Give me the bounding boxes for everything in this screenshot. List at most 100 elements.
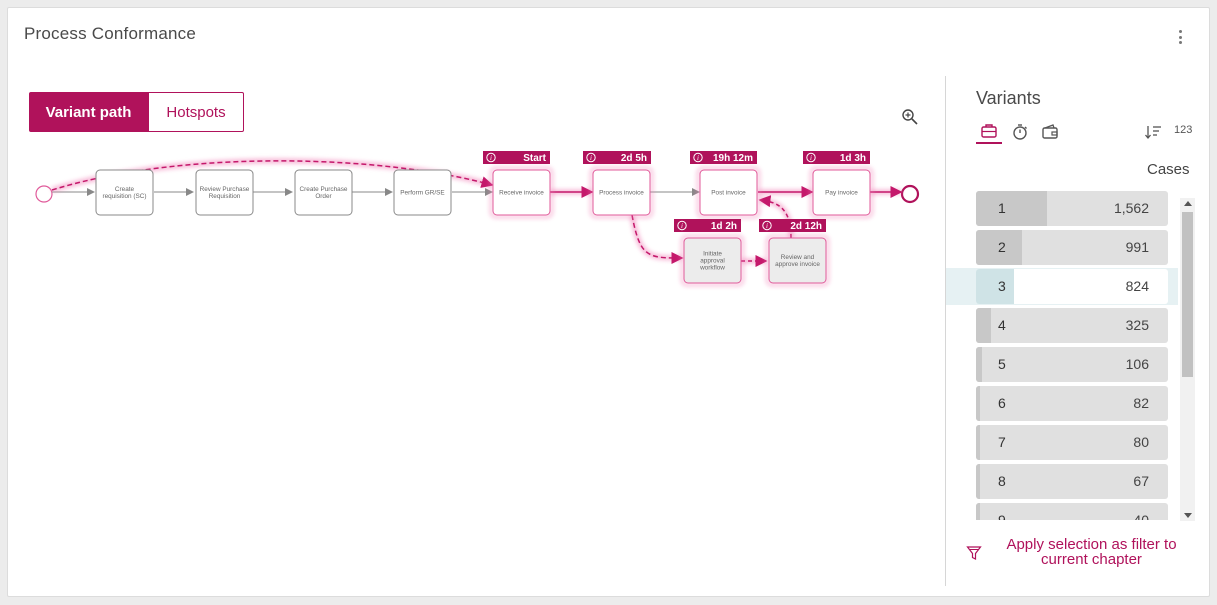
variant-row[interactable]: 8 67 xyxy=(976,464,1168,499)
svg-text:i: i xyxy=(590,154,592,162)
start-event xyxy=(35,185,53,203)
variant-case-count: 82 xyxy=(1133,395,1149,411)
variant-path-button[interactable]: Variant path xyxy=(29,92,148,132)
hotspots-button[interactable]: Hotspots xyxy=(148,92,244,132)
variant-share-bar xyxy=(976,308,992,343)
variants-scrollbar[interactable] xyxy=(1180,198,1195,521)
activity-label: Post invoice xyxy=(711,190,746,197)
variant-index: 3 xyxy=(998,278,1006,294)
badge-label: 19h 12m xyxy=(713,153,753,164)
variant-case-count: 325 xyxy=(1125,317,1149,333)
variant-row[interactable]: 1 1,562 xyxy=(976,191,1168,226)
activity-node-n5[interactable]: Receive invoice i Start xyxy=(483,151,554,219)
activity-label: Perform GR/SE xyxy=(400,190,444,197)
info-icon xyxy=(486,152,496,163)
duration-badge: i 2d 12h xyxy=(759,219,826,232)
apply-filter-label: Apply selection as filter to current cha… xyxy=(1006,536,1177,568)
apply-filter-button[interactable]: Apply selection as filter to current cha… xyxy=(966,537,1196,567)
scroll-up-icon[interactable] xyxy=(1184,201,1192,206)
scroll-thumb[interactable] xyxy=(1182,212,1193,377)
activity-label: approve invoice xyxy=(775,261,820,268)
variant-share-bar xyxy=(976,464,980,499)
activity-label: Initiate xyxy=(703,251,722,258)
end-event xyxy=(900,184,920,204)
variant-row[interactable]: 5 106 xyxy=(976,347,1168,382)
variant-row[interactable]: 2 991 xyxy=(976,230,1168,265)
variant-index: 2 xyxy=(998,239,1006,255)
variant-share-bar xyxy=(976,503,980,520)
variant-index: 8 xyxy=(998,473,1006,489)
sort-icon[interactable] xyxy=(1144,124,1162,140)
variant-case-count: 991 xyxy=(1125,239,1149,255)
duration-badge: i Start xyxy=(483,151,550,164)
activity-node-n4[interactable]: Perform GR/SE xyxy=(393,169,452,216)
cases-column-header: Cases xyxy=(1147,161,1190,178)
view-toggle: Variant path Hotspots xyxy=(29,92,244,132)
badge-label: Start xyxy=(523,153,546,164)
briefcase-icon[interactable] xyxy=(976,120,1002,144)
activity-node-n6[interactable]: Process invoice i 2d 5h xyxy=(583,151,654,219)
variant-case-count: 40 xyxy=(1133,512,1149,520)
card-title: Process Conformance xyxy=(24,24,196,43)
wallet-icon[interactable] xyxy=(1037,120,1063,144)
activity-label: Pay invoice xyxy=(825,190,858,197)
variant-share-bar xyxy=(976,425,980,460)
activity-node-n7[interactable]: Post invoice i 19h 12m xyxy=(690,151,761,219)
number-format-toggle[interactable]: 123 xyxy=(1174,124,1193,136)
scroll-down-icon[interactable] xyxy=(1184,513,1192,518)
info-icon xyxy=(762,220,772,231)
filter-icon xyxy=(966,546,982,560)
activity-label: Receive invoice xyxy=(499,190,544,197)
zoom-in-icon[interactable] xyxy=(901,108,919,126)
variant-share-bar xyxy=(976,386,980,421)
variants-metric-tabs xyxy=(976,120,1186,144)
variant-case-count: 67 xyxy=(1133,473,1149,489)
duration-badge: i 2d 5h xyxy=(583,151,651,164)
svg-text:i: i xyxy=(697,154,699,162)
stopwatch-icon[interactable] xyxy=(1007,120,1033,144)
variant-index: 9 xyxy=(998,512,1006,520)
variant-share-bar xyxy=(976,191,1048,226)
variant-row[interactable]: 9 40 xyxy=(976,503,1168,520)
activity-label: Create Purchase xyxy=(300,186,348,193)
variant-index: 6 xyxy=(998,395,1006,411)
variant-index: 1 xyxy=(998,200,1006,216)
variant-row[interactable]: 6 82 xyxy=(976,386,1168,421)
activity-label: Order xyxy=(315,193,332,200)
activity-label: Requisition xyxy=(209,193,241,200)
svg-text:i: i xyxy=(681,222,683,230)
activity-label: workflow xyxy=(699,265,725,272)
variant-case-count: 106 xyxy=(1125,356,1149,372)
badge-label: 2d 5h xyxy=(621,153,647,164)
info-icon xyxy=(677,220,687,231)
kebab-menu-icon[interactable] xyxy=(1175,28,1185,46)
badge-label: 2d 12h xyxy=(790,221,822,232)
info-icon xyxy=(586,152,596,163)
duration-badge: i 19h 12m xyxy=(690,151,757,164)
activity-label: Process invoice xyxy=(599,190,644,197)
svg-text:i: i xyxy=(766,222,768,230)
info-icon xyxy=(693,152,703,163)
svg-text:i: i xyxy=(490,154,492,162)
variant-case-count: 1,562 xyxy=(1113,200,1149,216)
variants-title: Variants xyxy=(976,88,1041,108)
variant-index: 7 xyxy=(998,434,1006,450)
svg-text:i: i xyxy=(810,154,812,162)
variant-share-bar xyxy=(976,269,1015,304)
activity-label: Review and xyxy=(781,254,815,261)
variant-index: 5 xyxy=(998,356,1006,372)
panel-divider xyxy=(945,76,946,586)
